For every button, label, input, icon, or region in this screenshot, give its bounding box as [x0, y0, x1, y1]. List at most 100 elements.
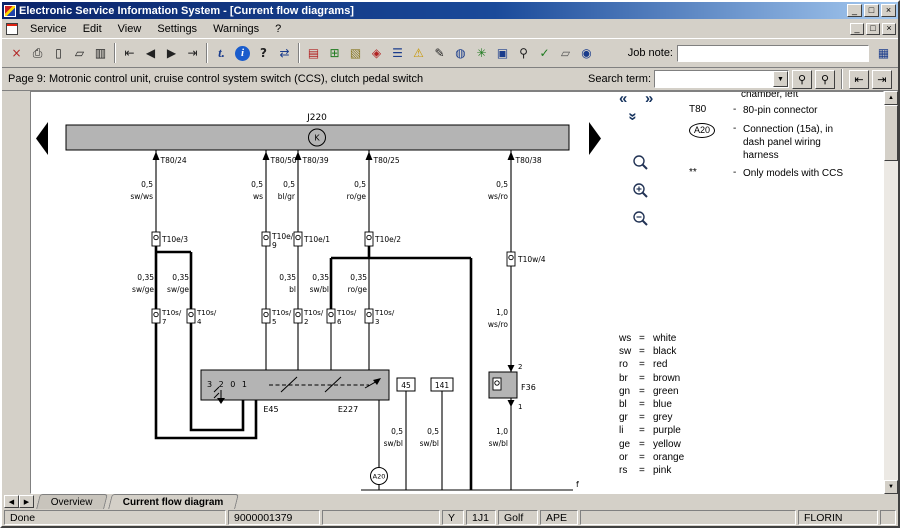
table-icon[interactable]: ⊞	[324, 42, 345, 64]
legend-row: br = brown	[619, 372, 684, 385]
search-combo[interactable]: ▼	[654, 70, 789, 88]
rail-continuation-label: f	[576, 480, 579, 489]
search-label: Search term:	[588, 73, 651, 85]
transfer-icon[interactable]: ⇄	[274, 42, 295, 64]
tab-overview[interactable]: Overview	[36, 494, 108, 509]
job-note-input[interactable]	[677, 44, 869, 62]
save-icon[interactable]: ▥	[90, 42, 111, 64]
info-glyph: i	[235, 45, 250, 61]
exit-icon[interactable]: ×	[6, 42, 27, 64]
search-input[interactable]	[655, 71, 773, 87]
next-page-icon[interactable]: ▶	[161, 42, 182, 64]
connector-label: T10s/	[303, 309, 324, 317]
note-separator: -	[733, 167, 737, 178]
eco-icon[interactable]: ✳	[471, 42, 492, 64]
tab-scroll-right-icon[interactable]: ▶	[19, 495, 34, 508]
zoom-in-icon[interactable]	[632, 182, 650, 200]
toolbar-separator	[206, 43, 208, 63]
print-icon[interactable]: ⎙	[27, 42, 48, 64]
vehicle-icon[interactable]: ▣	[492, 42, 513, 64]
legend-color-name: green	[653, 385, 679, 397]
legend-abbr: rs	[619, 464, 628, 476]
service-icon[interactable]: ◉	[576, 42, 597, 64]
find-all-icon[interactable]: ⚲	[815, 69, 835, 89]
legend-abbr: gn	[619, 385, 631, 397]
help-icon[interactable]: ?	[253, 42, 274, 64]
scroll-up-icon[interactable]: ▲	[884, 91, 898, 105]
mdi-close-button[interactable]: ×	[882, 22, 896, 35]
legend-color-name: yellow	[653, 438, 681, 450]
note-row: ** - Only models with CCS	[689, 167, 883, 180]
wire-color-label: ro/ge	[347, 192, 367, 201]
mdi-restore-button[interactable]: □	[866, 22, 880, 35]
close-button[interactable]: ×	[881, 4, 896, 17]
menu-service[interactable]: Service	[30, 22, 67, 35]
hit-next-icon[interactable]: ⇥	[872, 69, 892, 89]
wire-size-label: 0,5	[391, 427, 403, 436]
list-icon[interactable]: ☰	[387, 42, 408, 64]
tab-current-flow-diagram[interactable]: Current flow diagram	[107, 494, 239, 509]
legend-abbr: ro	[619, 359, 628, 371]
menu-edit[interactable]: Edit	[82, 22, 102, 35]
prev-diagram-icon[interactable]: «	[619, 91, 628, 107]
legend-abbr: ge	[619, 438, 631, 450]
copy-docs-icon[interactable]: ▱	[555, 42, 576, 64]
scroll-down-icon[interactable]: ▼	[884, 480, 898, 494]
report-icon[interactable]: ▦	[873, 42, 894, 64]
wire-size-label: 0,5	[496, 180, 508, 189]
diagram-canvas: J220 K	[30, 91, 884, 494]
zoom-icon[interactable]	[632, 154, 650, 172]
prev-page-icon[interactable]: ◀	[140, 42, 161, 64]
first-page-icon[interactable]: ⇤	[119, 42, 140, 64]
approve-icon[interactable]: ✓	[534, 42, 555, 64]
hazard-icon[interactable]: ◈	[366, 42, 387, 64]
restore-button[interactable]: □	[864, 4, 879, 17]
menu-view[interactable]: View	[117, 22, 142, 35]
find-icon[interactable]: ⚲	[792, 69, 812, 89]
menu-warnings[interactable]: Warnings	[213, 22, 260, 35]
connector-symbols-row1	[151, 231, 516, 267]
legend-equals: =	[639, 399, 645, 411]
edit-note-icon[interactable]: ✎	[429, 42, 450, 64]
menu-settings[interactable]: Settings	[157, 22, 198, 35]
pin-number: 1	[518, 403, 522, 411]
diagram-page-prev-arrow[interactable]	[36, 122, 48, 155]
documents-icon[interactable]: ▤	[303, 42, 324, 64]
scroll-down-chevron-icon[interactable]: »	[624, 112, 642, 121]
bookmark-icon[interactable]: ▧	[345, 42, 366, 64]
combo-dropdown-icon[interactable]: ▼	[773, 71, 788, 87]
legend-row: ge = yellow	[619, 438, 684, 451]
note-key: **	[689, 167, 697, 178]
diagram-page-next-arrow[interactable]	[589, 122, 601, 155]
scrollbar-thumb[interactable]	[884, 105, 898, 161]
globe-icon[interactable]: ◍	[450, 42, 471, 64]
wire-size-label: 0,5	[283, 180, 295, 189]
last-page-icon[interactable]: ⇥	[182, 42, 203, 64]
copy-icon[interactable]: ▱	[69, 42, 90, 64]
mdi-minimize-button[interactable]: _	[850, 22, 864, 35]
tab-label: Overview	[50, 496, 93, 508]
vertical-scrollbar[interactable]: ▲ ▼	[884, 91, 898, 494]
text-tool-icon[interactable]: t.	[211, 42, 232, 64]
new-page-icon[interactable]: ▯	[48, 42, 69, 64]
zoom-out-icon[interactable]	[632, 210, 650, 228]
connector-label: T10s/	[374, 309, 395, 317]
menu-help[interactable]: ?	[275, 22, 282, 35]
wire-size-label: 0,35	[137, 273, 154, 282]
wire-color-label: ws/ro	[488, 320, 508, 329]
color-legend: ws = white sw = black ro = red	[619, 332, 684, 477]
menubar: Service Edit View Settings Warnings ? _ …	[2, 19, 898, 38]
next-diagram-icon[interactable]: »	[645, 91, 654, 107]
tab-label: Current flow diagram	[122, 496, 224, 508]
tab-scroll-left-icon[interactable]: ◀	[4, 495, 19, 508]
wire-color-label: sw/bl	[310, 285, 329, 294]
pin-number: 2	[518, 363, 522, 371]
bus-terminal-circle	[308, 128, 326, 147]
minimize-button[interactable]: _	[847, 4, 862, 17]
legend-row: rs = pink	[619, 464, 684, 477]
legend-abbr: bl	[619, 399, 627, 411]
info-icon[interactable]: i	[232, 42, 253, 64]
hit-prev-icon[interactable]: ⇤	[849, 69, 869, 89]
warning-icon[interactable]: ⚠	[408, 42, 429, 64]
search-vehicle-icon[interactable]: ⚲	[513, 42, 534, 64]
